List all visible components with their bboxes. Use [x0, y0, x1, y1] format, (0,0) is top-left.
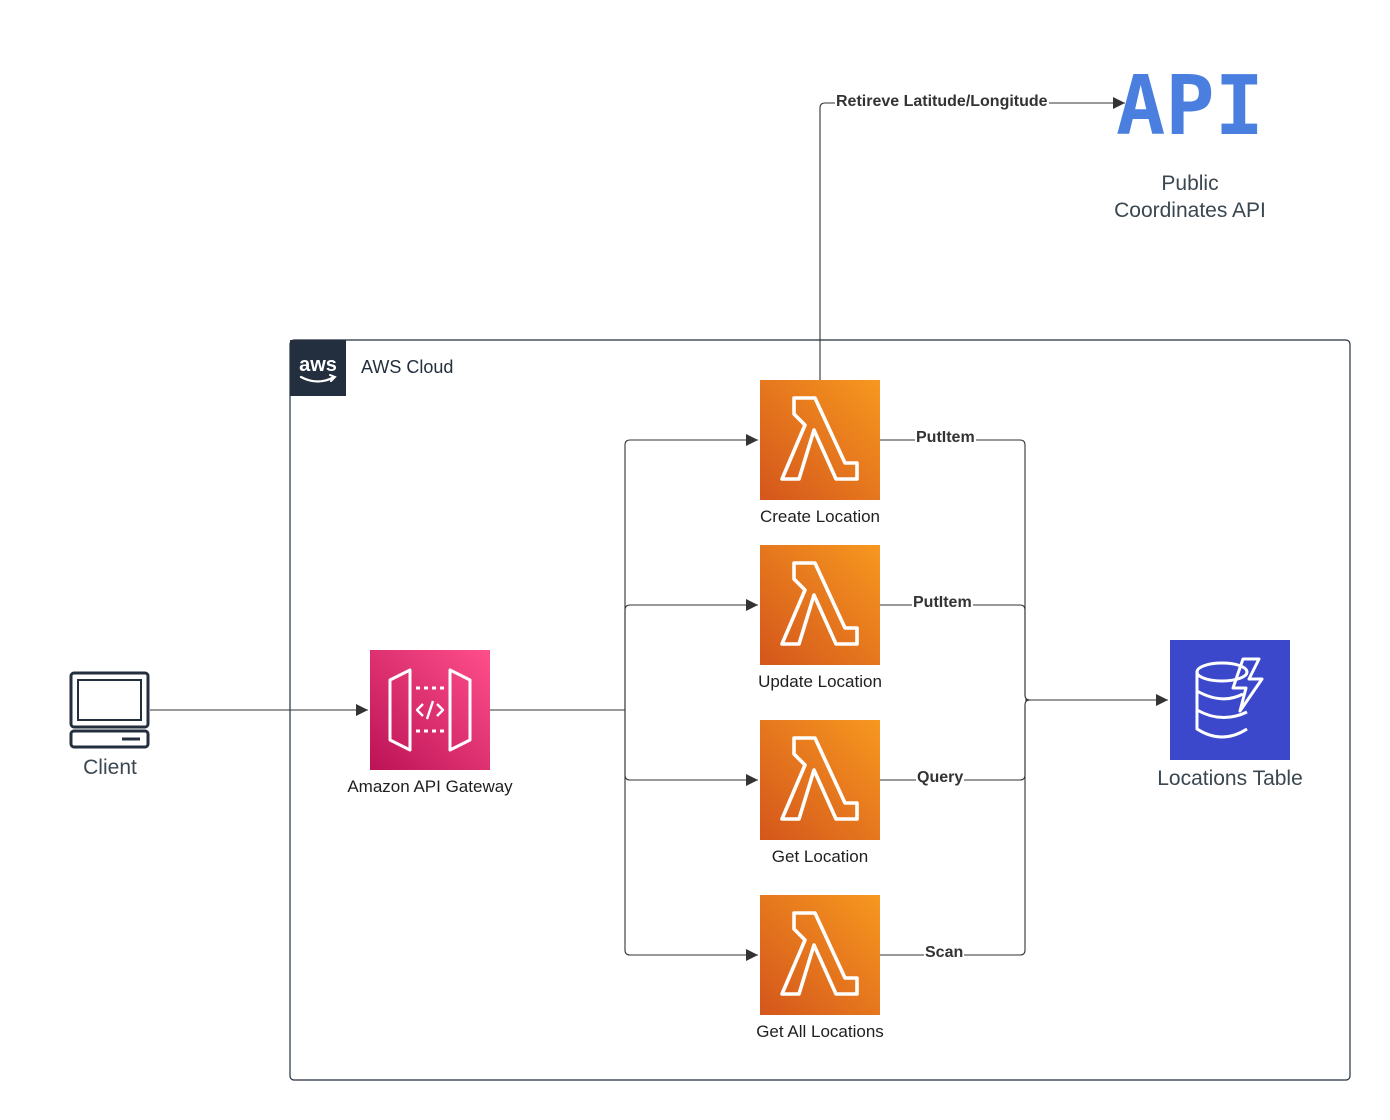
aws-logo-text: aws	[299, 354, 337, 376]
edge-update-table	[880, 604, 1026, 695]
lambda-icon	[760, 545, 880, 665]
public-api-label: Public Coordinates API	[1114, 172, 1266, 222]
api-gateway-icon	[370, 650, 490, 770]
lambda-label-get: Get Location	[771, 847, 869, 866]
edge-label-query: Query	[916, 769, 965, 787]
edge-gateway-create	[624, 434, 758, 710]
edge-label-scan: Scan	[924, 944, 965, 962]
edge-create-table	[880, 439, 1031, 701]
edge-label-retrieve: Retireve Latitude/Longitude	[835, 93, 1049, 111]
edge-label-putitem-create: PutItem	[915, 429, 976, 447]
public-api-logo-icon: API	[1116, 59, 1264, 154]
lambda-label-create: Create Location	[759, 507, 881, 526]
public-api-logo-text: API	[1116, 59, 1264, 154]
edge-create-public-api	[819, 97, 1125, 380]
lambda-label-getall: Get All Locations	[756, 1022, 884, 1041]
edge-gateway-get	[624, 710, 758, 786]
gateway-label: Amazon API Gateway	[347, 777, 513, 796]
lambda-icon	[760, 380, 880, 500]
client-label: Client	[83, 756, 137, 779]
connectors	[150, 97, 1168, 961]
dynamodb-icon	[1170, 640, 1290, 760]
lambda-label-update: Update Location	[758, 672, 882, 691]
aws-cloud-label: AWS Cloud	[361, 357, 454, 377]
edge-gateway-getall	[624, 710, 758, 961]
table-label: Locations Table	[1157, 767, 1303, 790]
lambda-icon	[760, 720, 880, 840]
edge-getall-table	[880, 699, 1031, 956]
edge-label-putitem-update: PutItem	[912, 594, 973, 612]
edge-gateway-update	[624, 599, 758, 710]
computer-icon	[69, 671, 150, 749]
aws-logo-icon: aws	[290, 340, 346, 396]
lambda-icon	[760, 895, 880, 1015]
